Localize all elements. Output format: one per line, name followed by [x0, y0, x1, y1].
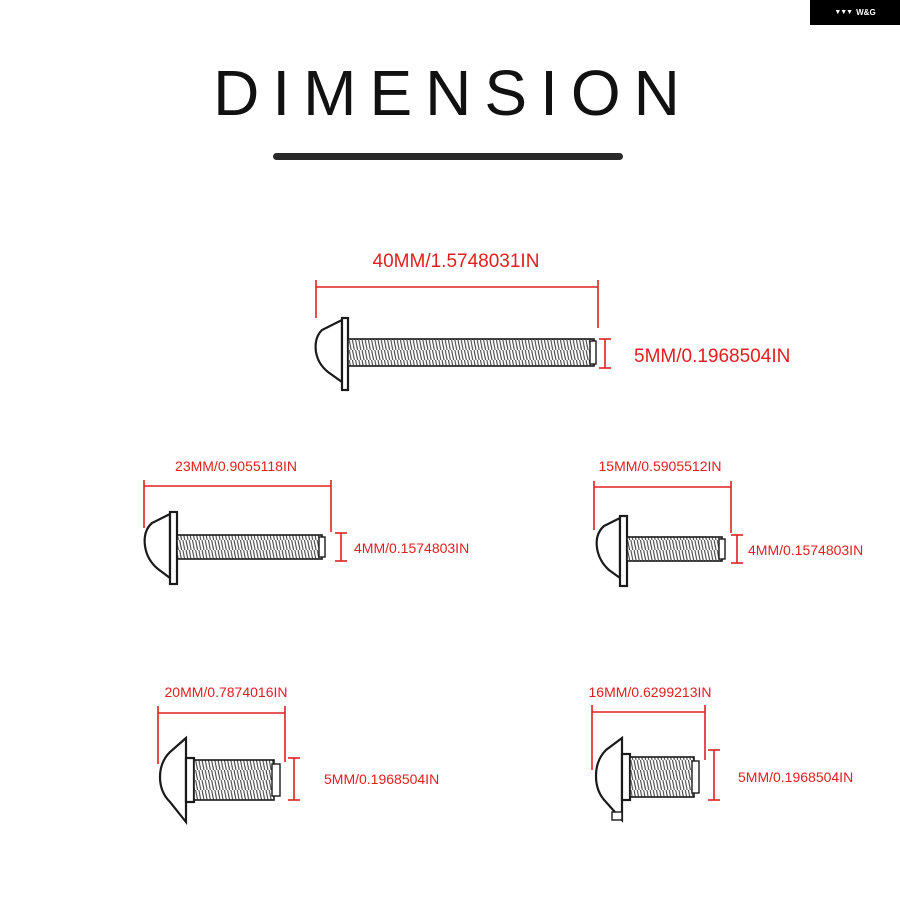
screw-2-group: 23MM/0.9055118IN 4MM/0.1574803IN	[143, 458, 469, 586]
screw-1-diameter-label: 5MM/0.1968504IN	[634, 346, 790, 367]
screw-2-diameter-label: 4MM/0.1574803IN	[354, 540, 469, 556]
screw-5-diameter-dimension	[708, 749, 720, 801]
screw-3-length-label: 15MM/0.5905512IN	[599, 458, 722, 474]
screw-4-length-label: 20MM/0.7874016IN	[165, 684, 288, 700]
screw-2-length-dimension	[143, 480, 332, 532]
screw-1-length-label: 40MM/1.5748031IN	[373, 251, 540, 272]
screw-3-length-dimension	[593, 481, 732, 533]
screw-1-length-dimension	[315, 280, 599, 328]
brand-name: W&G	[856, 8, 876, 17]
screw-5-group: 16MM/0.6299213IN 5MM/0.1968504IN	[589, 684, 853, 823]
title-underline	[273, 153, 623, 160]
screw-1-bolt	[314, 316, 597, 392]
triple-v-logo-icon: ▼▼▼	[834, 9, 853, 16]
screw-5-bolt	[594, 735, 700, 823]
screw-2-diameter-dimension	[335, 532, 347, 562]
screw-5-diameter-label: 5MM/0.1968504IN	[738, 769, 853, 785]
screw-4-diameter-dimension	[288, 757, 300, 801]
screw-5-length-dimension	[591, 705, 706, 770]
screw-3-group: 15MM/0.5905512IN 4MM/0.1574803IN	[593, 458, 863, 588]
brand-badge: ▼▼▼ W&G	[810, 0, 900, 25]
screw-4-diameter-label: 5MM/0.1968504IN	[324, 771, 439, 787]
screw-3-diameter-dimension	[731, 534, 743, 564]
screw-2-bolt	[143, 510, 326, 586]
screw-5-length-label: 16MM/0.6299213IN	[589, 684, 712, 700]
page-title: DIMENSION	[213, 57, 693, 129]
screw-2-length-label: 23MM/0.9055118IN	[175, 458, 297, 474]
screw-4-length-dimension	[157, 706, 286, 764]
screw-3-bolt	[595, 514, 726, 588]
screw-3-diameter-label: 4MM/0.1574803IN	[748, 542, 863, 558]
screw-1-group: 40MM/1.5748031IN 5MM/0.1968504IN	[314, 251, 790, 392]
screw-1-diameter-dimension	[599, 338, 611, 369]
screw-4-bolt	[158, 735, 281, 826]
screw-4-group: 20MM/0.7874016IN 5MM/0.1968504IN	[157, 684, 439, 826]
